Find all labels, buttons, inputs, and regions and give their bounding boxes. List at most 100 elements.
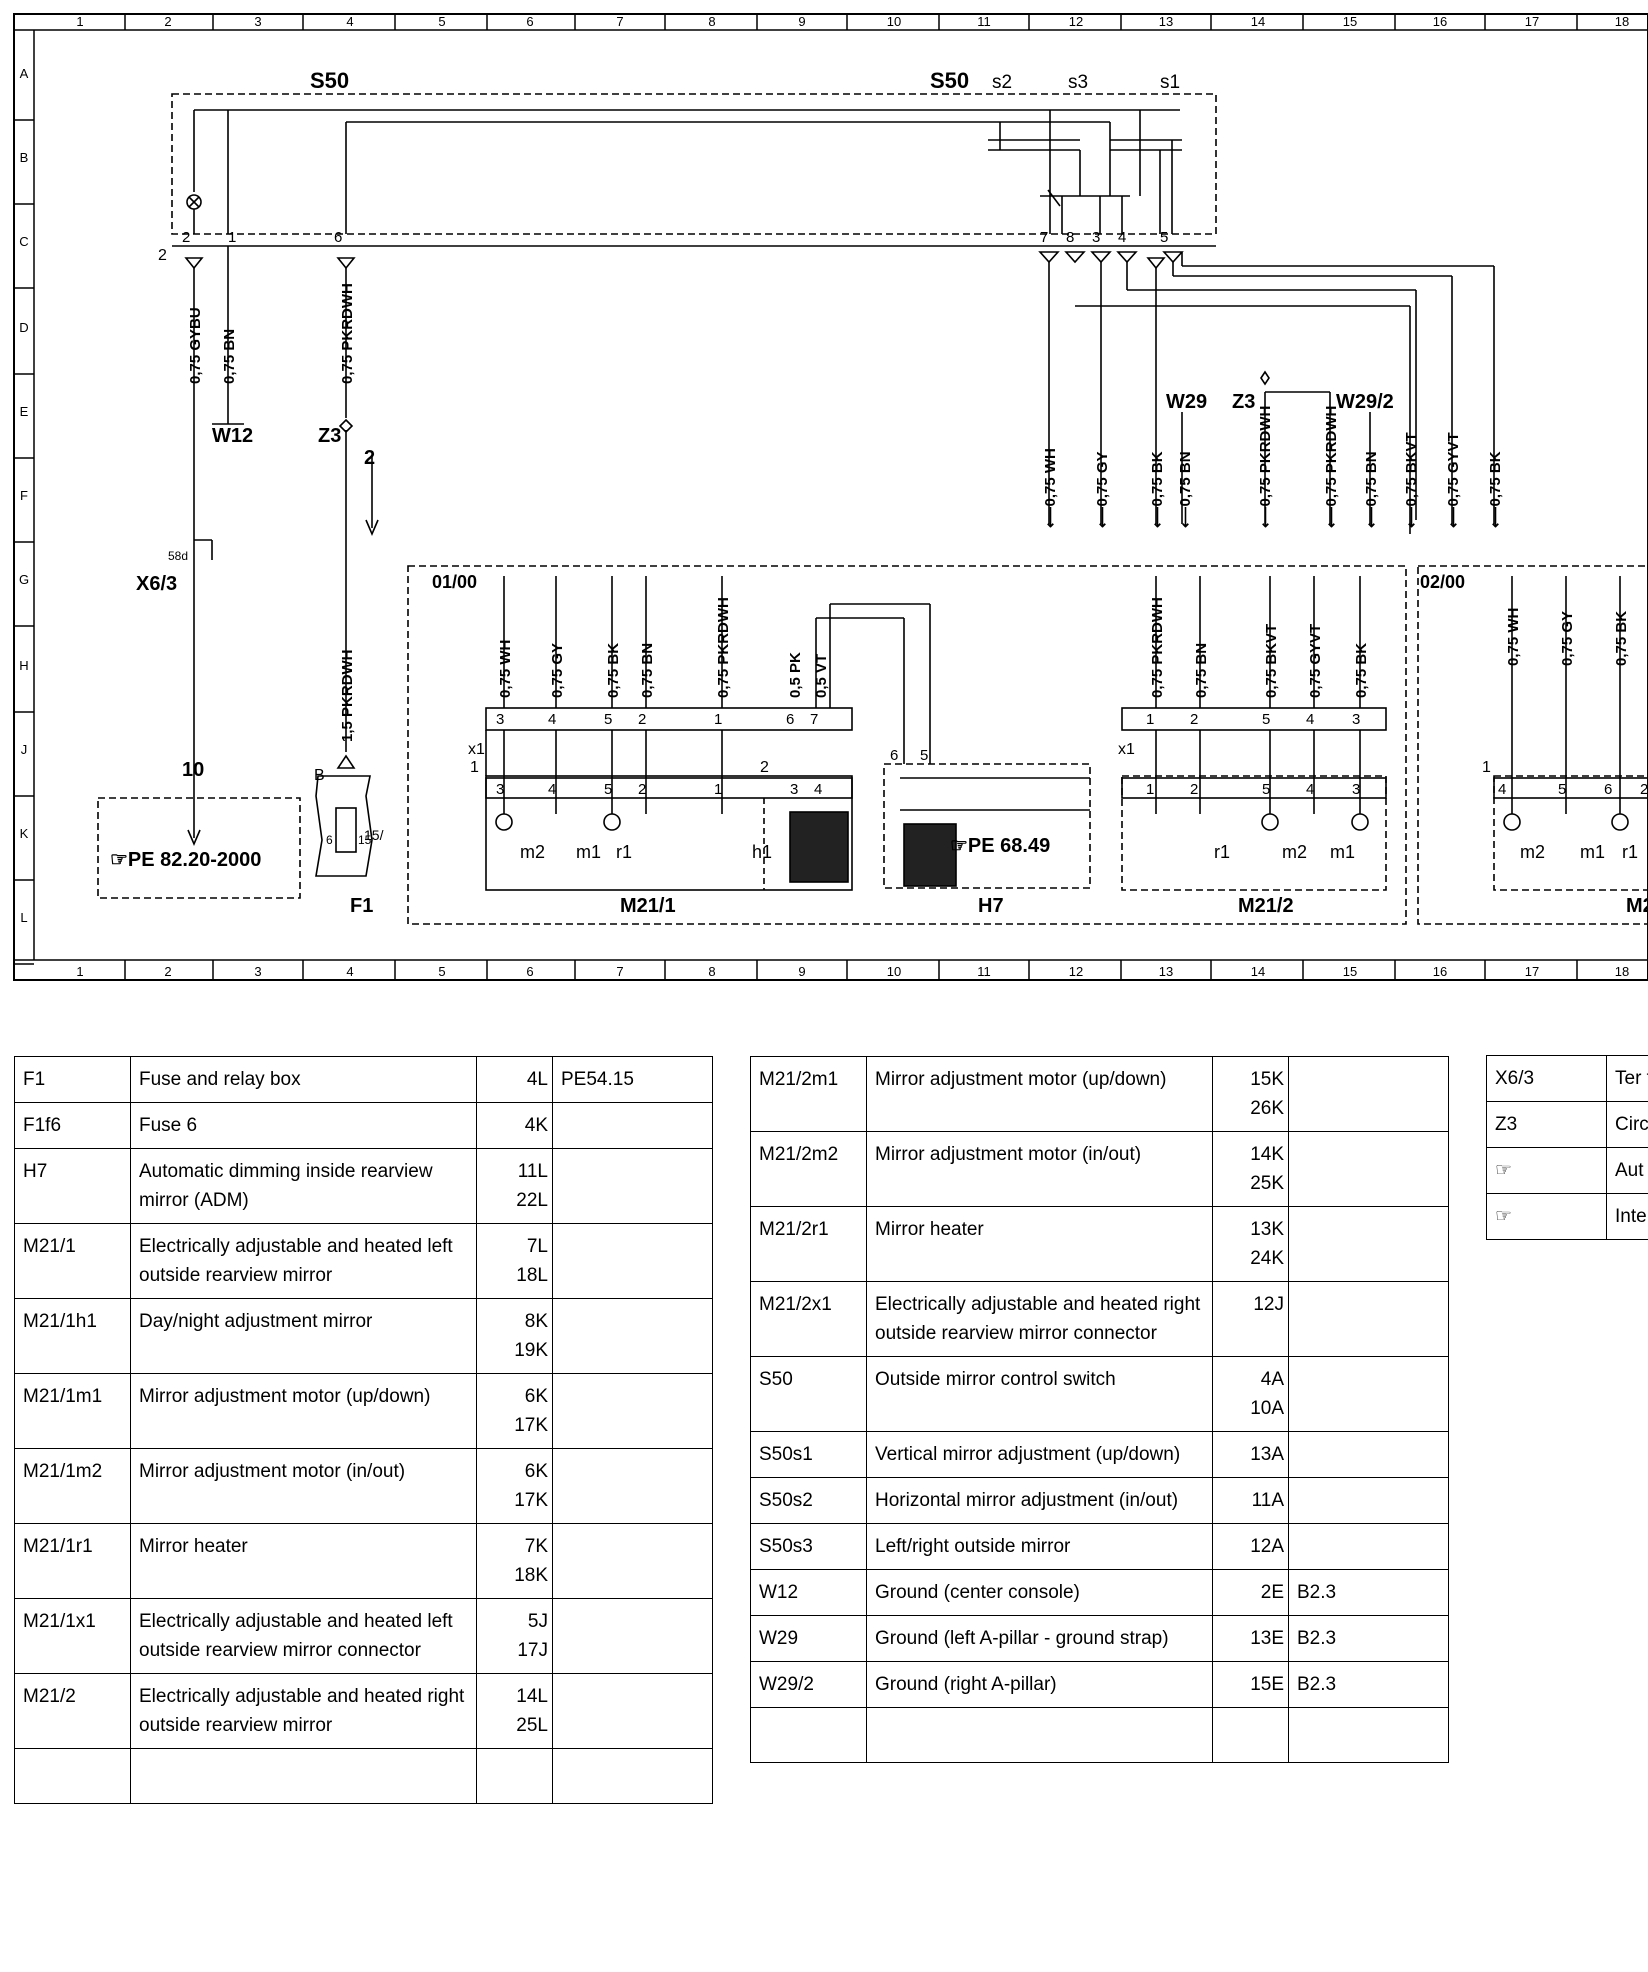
wire-label-top-6: ⟵0,75 BN	[1363, 451, 1380, 528]
grid-col-bottom-13: 13	[1159, 964, 1173, 979]
legend2-ref	[1288, 1523, 1449, 1570]
legend2-loc: 12J	[1212, 1281, 1289, 1357]
grid-col-bottom-7: 7	[616, 964, 623, 979]
m21-2-top-pin-5: 5	[1262, 711, 1270, 728]
grid-col-top-5: 5	[438, 14, 445, 29]
m-right-plug-1: 1	[1482, 759, 1491, 776]
grid-row-F: F	[20, 488, 28, 503]
legend2-ref: B2.3	[1288, 1615, 1449, 1662]
grid-col-top-9: 9	[798, 14, 805, 29]
grid-col-top-16: 16	[1433, 14, 1447, 29]
grid-column-labels: 1122334455667788991010111112121313141415…	[76, 14, 1629, 980]
legend1-row	[14, 1748, 713, 1804]
m-right-m2: m2	[1520, 842, 1545, 862]
legend1-code: M21/1m1	[14, 1373, 131, 1449]
m-right-bottom-pin-6: 6	[1604, 781, 1612, 798]
s50-ground-arrows	[184, 251, 1184, 270]
m21-1-top-pin-4: 4	[548, 711, 556, 728]
grid-col-bottom-10: 10	[887, 964, 901, 979]
legend2-code: W12	[750, 1569, 867, 1616]
legend2-desc: Ground (left A-pillar - ground strap)	[866, 1615, 1213, 1662]
grid-row-E: E	[20, 404, 29, 419]
wire-label-m-right-2: 0,75 BK	[1613, 611, 1630, 666]
wire-label-bn-left: 0,75 BN	[221, 329, 238, 384]
legend2-desc: Left/right outside mirror	[866, 1523, 1213, 1570]
grid-col-bottom-2: 2	[164, 964, 171, 979]
legend3-row: ☞Inte	[1486, 1193, 1648, 1240]
grid-row-A: A	[20, 66, 29, 81]
diagram-labels: S50 S50 s2 s3 s1 W12 Z3 Z3 W29 W29/2 X6/…	[110, 68, 1648, 917]
legend2-desc: Horizontal mirror adjustment (in/out)	[866, 1477, 1213, 1524]
grid-col-top-6: 6	[526, 14, 533, 29]
m21-1-label: M21/1	[620, 895, 676, 917]
legend2-code: W29/2	[750, 1661, 867, 1708]
wire-label-top-3: ⟵0,75 BN	[1177, 451, 1194, 528]
f1-15b-label: 15/	[364, 827, 384, 843]
legend1-ref	[552, 1223, 713, 1299]
x6-3-label: X6/3	[136, 573, 177, 595]
legend2-ref	[1288, 1477, 1449, 1524]
f1-fuse	[315, 775, 373, 877]
grid-col-top-15: 15	[1343, 14, 1357, 29]
legend2-desc: Vertical mirror adjustment (up/down)	[866, 1431, 1213, 1478]
section-0100: 01/00	[432, 572, 477, 592]
legend3-code: ☞	[1486, 1193, 1607, 1240]
s50-pin-1: 1	[228, 229, 236, 246]
legend1-desc: Mirror heater	[130, 1523, 477, 1599]
legend2-desc	[866, 1707, 1213, 1763]
legend1-ref: PE54.15	[552, 1056, 713, 1103]
legend1-code: M21/1x1	[14, 1598, 131, 1674]
wire-label-pkrdwh-f1: 1,5 PKRDWH	[339, 649, 356, 742]
s50-pin-4: 4	[1118, 229, 1126, 246]
legend1-ref	[552, 1298, 713, 1374]
m21-1-h1: h1	[752, 842, 772, 862]
grid-row-G: G	[19, 572, 29, 587]
m21-1-bottom-pin-4: 4	[548, 781, 556, 798]
legend2-code: M21/2m1	[750, 1056, 867, 1132]
legend3-desc: Circ	[1606, 1101, 1648, 1148]
grid-col-bottom-6: 6	[526, 964, 533, 979]
grid-col-top-12: 12	[1069, 14, 1083, 29]
wire-label-m21-2-3: 0,75 GYVT	[1307, 624, 1324, 698]
grid-row-L: L	[20, 910, 27, 925]
z3-arrow-label: 2	[364, 447, 375, 469]
legend2-code: W29	[750, 1615, 867, 1662]
legend1-code: M21/2	[14, 1673, 131, 1749]
m21-2-bottom-pin-2: 2	[1190, 781, 1198, 798]
legend1-code: F1	[14, 1056, 131, 1103]
legend2-loc	[1212, 1707, 1289, 1763]
grid-col-top-14: 14	[1251, 14, 1265, 29]
m21-1-bottom-pin-3: 3	[790, 781, 798, 798]
legend2-loc: 15E	[1212, 1661, 1289, 1708]
wire-label-m21-2-0: 0,75 PKRDWH	[1149, 597, 1166, 698]
grid-col-bottom-12: 12	[1069, 964, 1083, 979]
diagram-frame	[13, 13, 1648, 981]
m21-1-top-pin-2: 2	[638, 711, 646, 728]
wire-label-m21-1-5: 0,5 PK	[787, 652, 804, 698]
m21-2-bottom-pin-4: 4	[1306, 781, 1314, 798]
legend1-ref	[552, 1148, 713, 1224]
legend2-loc: 11A	[1212, 1477, 1289, 1524]
wire-label-m-right-0: 0,75 WH	[1505, 608, 1522, 666]
grid-col-bottom-14: 14	[1251, 964, 1265, 979]
legend2-desc: Mirror adjustment motor (up/down)	[866, 1056, 1213, 1132]
legend2-desc: Mirror heater	[866, 1206, 1213, 1282]
s50-switch	[171, 93, 1217, 247]
m21-1-bottom-pin-5: 5	[604, 781, 612, 798]
legend2-ref	[1288, 1206, 1449, 1282]
h7-label: H7	[978, 895, 1004, 917]
grid-row-C: C	[19, 234, 28, 249]
legend3-code: X6/3	[1486, 1055, 1607, 1102]
legend1-code: M21/1	[14, 1223, 131, 1299]
